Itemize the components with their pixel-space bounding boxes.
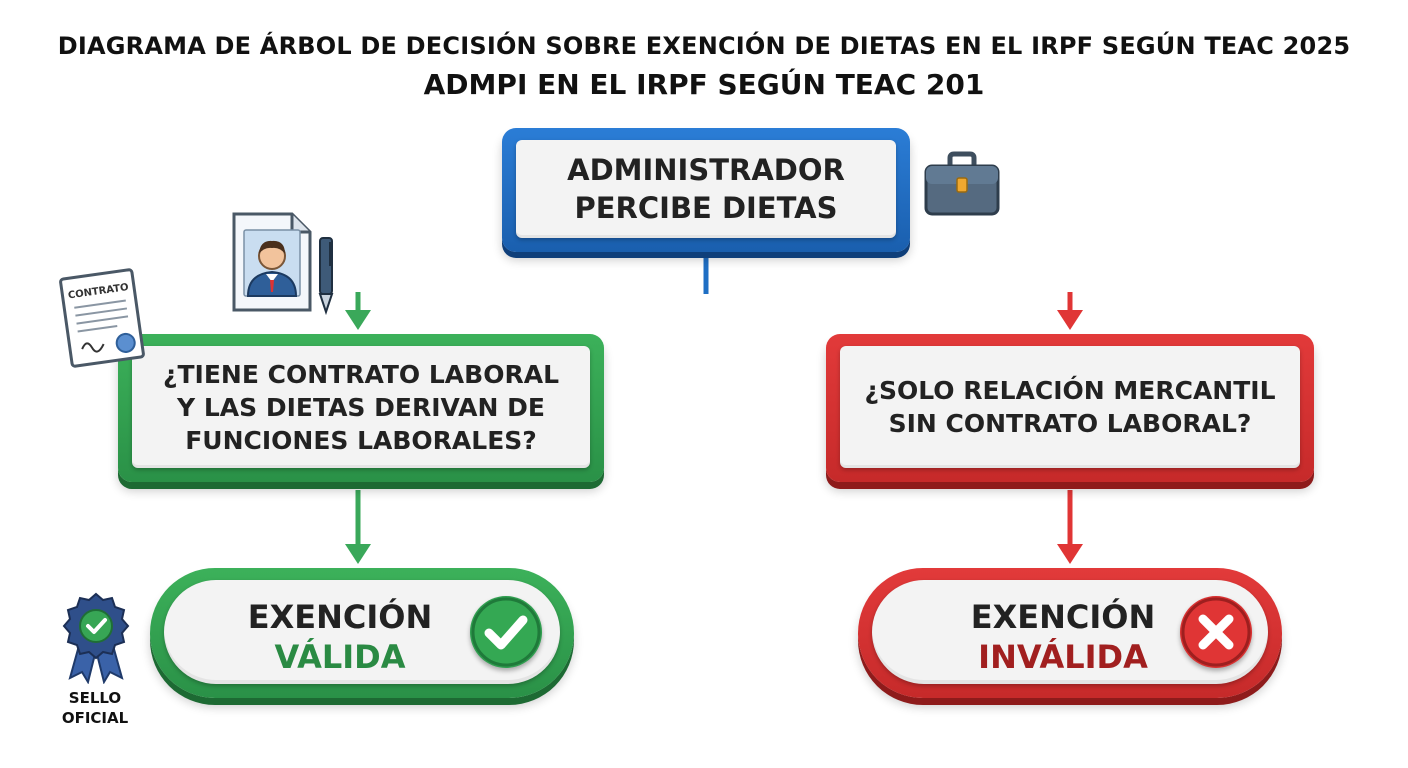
diagram-title-line2: ADMPI EN EL IRPF SEGÚN TEAC 201	[423, 68, 985, 101]
cross-icon	[1181, 597, 1251, 667]
employee-id-icon	[232, 212, 312, 312]
briefcase-icon	[924, 151, 1000, 216]
root-node-text: ADMINISTRADOR PERCIBE DIETAS	[567, 153, 845, 225]
valid-exemption-result: EXENCIÓN VÁLIDA	[150, 568, 574, 698]
contract-icon: CONTRATO	[59, 268, 145, 368]
seal-label: SELLO OFICIAL	[61, 689, 129, 727]
right-question-text: ¿SOLO RELACIÓN MERCANTIL SIN CONTRATO LA…	[864, 376, 1276, 438]
right-question-node: ¿SOLO RELACIÓN MERCANTIL SIN CONTRATO LA…	[826, 334, 1314, 482]
left-branch-arrow	[345, 310, 371, 330]
left-result-arrow	[345, 544, 371, 564]
valid-result-line2: VÁLIDA	[274, 638, 406, 676]
right-branch-arrow	[1057, 310, 1083, 330]
invalid-result-line2: INVÁLIDA	[978, 638, 1148, 676]
invalid-exemption-result: EXENCIÓN INVÁLIDA	[858, 568, 1282, 698]
check-icon	[471, 597, 541, 667]
diagram-title-line1: DIAGRAMA DE ÁRBOL DE DECISIÓN SOBRE EXEN…	[57, 32, 1351, 60]
seal-icon	[62, 592, 130, 684]
pen-icon	[318, 237, 334, 316]
left-question-node: ¿TIENE CONTRATO LABORAL Y LAS DIETAS DER…	[118, 334, 604, 482]
invalid-result-line1: EXENCIÓN	[970, 598, 1156, 636]
left-question-text: ¿TIENE CONTRATO LABORAL Y LAS DIETAS DER…	[163, 359, 559, 455]
check-badge	[470, 596, 542, 668]
root-node: ADMINISTRADOR PERCIBE DIETAS	[502, 128, 910, 252]
cross-badge	[1180, 596, 1252, 668]
valid-result-line1: EXENCIÓN	[247, 598, 433, 636]
right-result-arrow	[1057, 544, 1083, 564]
